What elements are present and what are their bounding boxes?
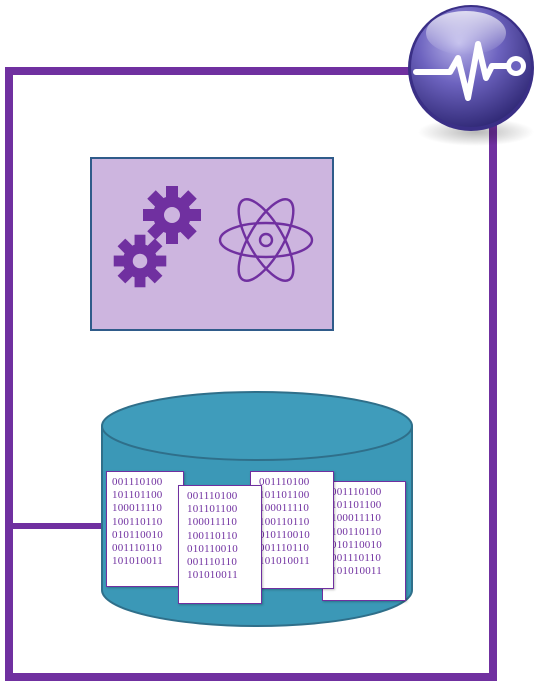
binary-line: 100011110: [331, 512, 382, 525]
binary-line: 101101100: [331, 499, 382, 512]
binary-line: 100011110: [259, 502, 310, 515]
binary-line: 010110010: [331, 538, 382, 551]
binary-line: 100110110: [331, 525, 382, 538]
binary-line: 001110110: [187, 556, 238, 569]
binary-document: 001110100 101101100 100011110 100110110 …: [322, 481, 406, 601]
binary-line: 010110010: [259, 528, 310, 541]
binary-line: 001110110: [259, 542, 310, 555]
binary-line: 101010011: [259, 555, 310, 568]
binary-line: 010110010: [112, 528, 163, 541]
binary-line: 001110100: [259, 476, 310, 488]
binary-line: 100110110: [187, 529, 238, 542]
binary-line: 100011110: [187, 516, 238, 529]
gear-icon: [113, 234, 167, 288]
binary-document: 001110100 101101100 100011110 100110110 …: [178, 485, 262, 604]
outer-frame: [5, 67, 497, 681]
binary-line: 100110110: [259, 515, 310, 528]
binary-line: 101101100: [187, 503, 238, 516]
binary-line: 101010011: [331, 565, 382, 578]
binary-line: 101101100: [112, 489, 163, 502]
connector-line: [9, 523, 109, 529]
binary-line: 101010011: [112, 555, 163, 568]
binary-line: 001110100: [112, 476, 163, 488]
binary-line: 101010011: [187, 569, 238, 582]
binary-line: 001110110: [112, 542, 163, 555]
binary-line: 101101100: [259, 489, 310, 502]
heartbeat-icon: [408, 5, 534, 146]
binary-line: 010110010: [187, 542, 238, 555]
atom-icon: [218, 198, 314, 282]
binary-line: 100011110: [112, 502, 163, 515]
binary-document: 001110100 101101100 100011110 100110110 …: [106, 471, 184, 587]
gear-icon: [143, 186, 201, 244]
binary-line: 001110100: [331, 486, 382, 498]
binary-line: 001110100: [187, 490, 238, 502]
binary-line: 001110110: [331, 552, 382, 565]
binary-document: 001110100 101101100 100011110 100110110 …: [250, 471, 334, 589]
binary-line: 100110110: [112, 515, 163, 528]
